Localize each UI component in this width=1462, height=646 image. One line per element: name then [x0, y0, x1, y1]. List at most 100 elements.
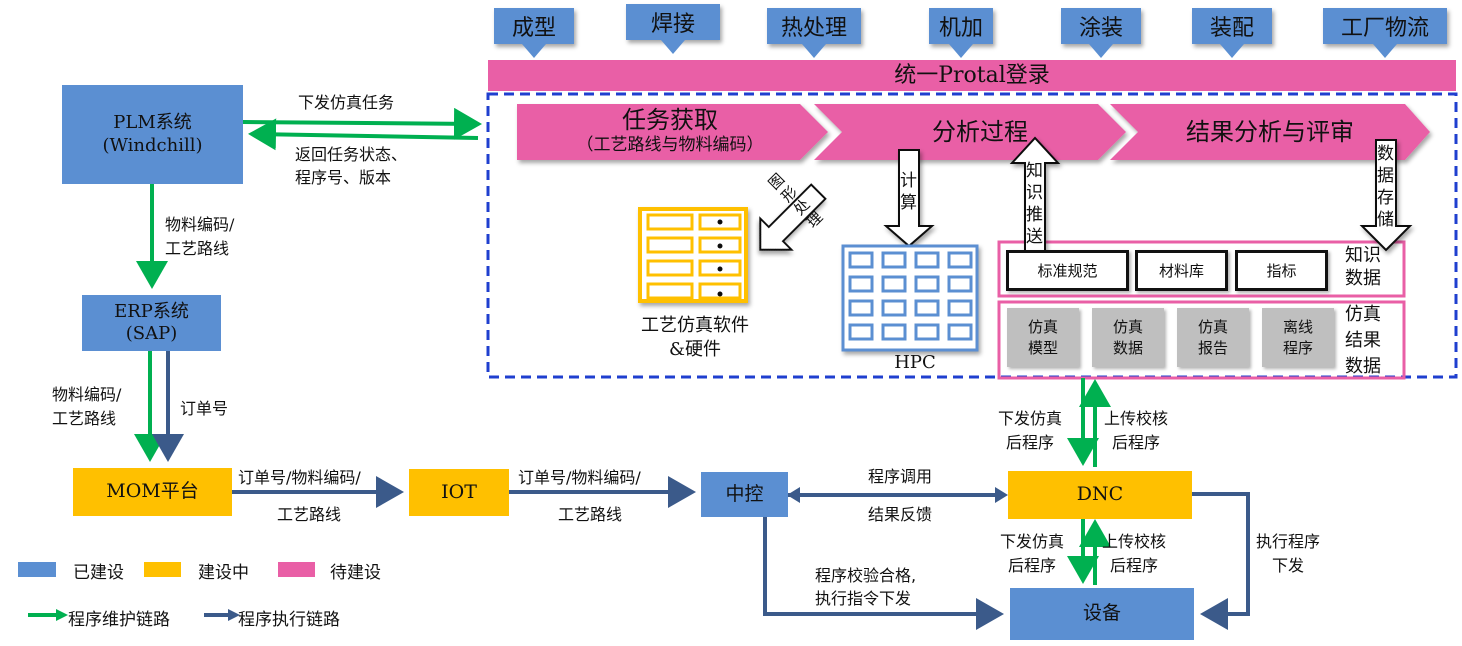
plm-erp-label-line2: 工艺路线	[165, 239, 230, 258]
dnc-exec-label: 执行程序 下发	[1256, 530, 1320, 578]
sim-results-label: 仿真 结果 数据	[1345, 302, 1381, 380]
process-callout-pointer	[1089, 44, 1113, 58]
mom-iot-label-line2: 工艺路线	[277, 505, 342, 524]
hpc-node	[848, 251, 874, 269]
process-callout-4[interactable]: 涂装	[1061, 8, 1141, 44]
hpc-node	[914, 275, 940, 293]
process-callout-3[interactable]: 机加	[929, 8, 993, 44]
sim-results-frame	[997, 300, 1406, 380]
stage-chevron-task	[517, 104, 828, 160]
sim-results-label-line2: 结果	[1345, 330, 1381, 351]
central-control-label: 中控	[725, 482, 764, 505]
erp-system-subtitle: (SAP)	[125, 323, 178, 344]
sim-results-label-line3: 数据	[1345, 356, 1381, 377]
legend-planned-label: 待建设	[330, 563, 381, 583]
stage-review[interactable]: 结果分析与评审	[1150, 118, 1390, 146]
process-callout-1[interactable]: 焊接	[626, 4, 720, 40]
equipment-label: 设备	[1082, 602, 1121, 625]
central-control-box[interactable]: 中控	[701, 472, 788, 517]
stage-task[interactable]: 任务获取 （工艺路线与物料编码）	[540, 106, 800, 156]
hpc-node	[848, 275, 874, 293]
sim-results-label-line1: 仿真	[1345, 304, 1381, 325]
compute-arrow	[883, 149, 935, 248]
knowledge-item[interactable]: 指标	[1235, 250, 1328, 291]
stage-task-subtitle: （工艺路线与物料编码）	[576, 135, 764, 155]
erp-mom-label-line2: 工艺路线	[52, 409, 117, 428]
hpc-node	[947, 299, 973, 317]
stage-chevron-analysis	[814, 104, 1126, 160]
process-callout-6[interactable]: 工厂物流	[1323, 8, 1447, 44]
dnc-eq-up-line2: 后程序	[1110, 556, 1159, 575]
central-eq-label: 程序校验合格, 执行指令下发	[815, 564, 916, 610]
hpc-label: HPC	[894, 352, 936, 373]
stage-task-title: 任务获取	[622, 106, 718, 134]
dnc-eq-up-label: 上传校核 后程序	[1102, 530, 1166, 578]
hpc-grid	[848, 251, 973, 341]
hpc-node	[848, 299, 874, 317]
process-callout-pointer	[802, 44, 826, 58]
plm-erp-label: 物料编码/ 工艺路线	[165, 213, 234, 261]
iot-box[interactable]: IOT	[409, 469, 509, 516]
plm-erp-label-line1: 物料编码/	[165, 215, 235, 234]
equipment-box[interactable]: 设备	[1010, 588, 1194, 640]
process-callout-pointer	[522, 44, 546, 58]
portal-bar[interactable]: 统一Protal登录	[488, 60, 1456, 91]
sim-result-item[interactable]: 仿真模型	[1007, 308, 1079, 367]
mom-iot-label-line1: 订单号/物料编码/	[238, 468, 361, 487]
erp-mom-label: 物料编码/ 工艺路线	[52, 383, 121, 431]
plm-back-label: 返回任务状态、 程序号、版本	[295, 143, 407, 189]
sim-result-item[interactable]: 仿真数据	[1092, 308, 1164, 367]
hpc-node	[947, 275, 973, 293]
software-label-line2: &硬件	[668, 339, 722, 360]
legend-execution-arrow-icon	[228, 609, 240, 621]
hpc-icon	[841, 244, 979, 352]
plm-out-label: 下发仿真任务	[298, 93, 395, 112]
hpc-node	[914, 323, 940, 341]
hpc-node	[914, 251, 940, 269]
knowledge-push-arrow	[1009, 136, 1061, 253]
central-dnc-top-label: 程序调用	[868, 467, 933, 486]
software-label: 工艺仿真软件 &硬件	[620, 314, 770, 362]
sim-result-item[interactable]: 离线程序	[1262, 308, 1334, 367]
central-eq-line2: 执行指令下发	[815, 589, 912, 608]
dnc-box[interactable]: DNC	[1008, 471, 1192, 519]
plm-to-platform-arrow	[242, 107, 482, 140]
hpc-node	[881, 275, 907, 293]
plm-system-box[interactable]: PLM系统 (Windchill)	[62, 85, 243, 184]
legend-link-arrows	[28, 609, 240, 621]
mom-platform-box[interactable]: MOM平台	[73, 468, 232, 516]
stage-review-title: 结果分析与评审	[1186, 118, 1354, 146]
portal-dnc-down-label: 下发仿真 后程序	[998, 407, 1062, 455]
knowledge-item[interactable]: 标准规范	[1006, 250, 1129, 291]
hpc-node	[881, 323, 907, 341]
central-eq-line1: 程序校验合格,	[815, 566, 917, 585]
iot-central-label-line1: 订单号/物料编码/	[518, 468, 641, 487]
software-hardware-icon	[638, 207, 748, 303]
process-callout-pointer	[1220, 44, 1244, 58]
platform-frame	[486, 92, 1458, 379]
plm-back-label-line1: 返回任务状态、	[295, 145, 408, 164]
legend-built-label: 已建设	[73, 563, 124, 583]
portal-label: 统一Protal登录	[894, 62, 1050, 88]
erp-system-name: ERP系统	[114, 301, 189, 322]
portal-dnc-up-line2: 后程序	[1112, 433, 1161, 452]
erp-system-box[interactable]: ERP系统 (SAP)	[82, 295, 221, 351]
legend-execution-label: 程序执行链路	[238, 610, 340, 630]
dnc-eq-down-line1: 下发仿真	[1000, 532, 1065, 551]
knowledge-item[interactable]: 材料库	[1135, 250, 1228, 291]
stage-analysis[interactable]: 分析过程	[880, 118, 1080, 146]
process-callout-0[interactable]: 成型	[494, 8, 574, 44]
legend-maintenance-label: 程序维护链路	[68, 610, 170, 630]
stage-analysis-title: 分析过程	[932, 118, 1028, 146]
plm-system-name: PLM系统	[113, 112, 192, 133]
process-callout-5[interactable]: 装配	[1192, 8, 1272, 44]
portal-dnc-up-line1: 上传校核	[1104, 409, 1169, 428]
sim-result-item[interactable]: 仿真报告	[1177, 308, 1249, 367]
knowledge-label-line2: 数据	[1345, 268, 1381, 289]
data-storage-label: 数据存储	[1377, 144, 1394, 230]
process-callout-2[interactable]: 热处理	[767, 8, 861, 44]
dnc-eq-down-label: 下发仿真 后程序	[1000, 530, 1064, 578]
legend-maintenance-arrow-icon	[56, 609, 68, 621]
graphics-processing-arrow	[759, 183, 827, 251]
plm-system-subtitle: (Windchill)	[102, 134, 203, 156]
